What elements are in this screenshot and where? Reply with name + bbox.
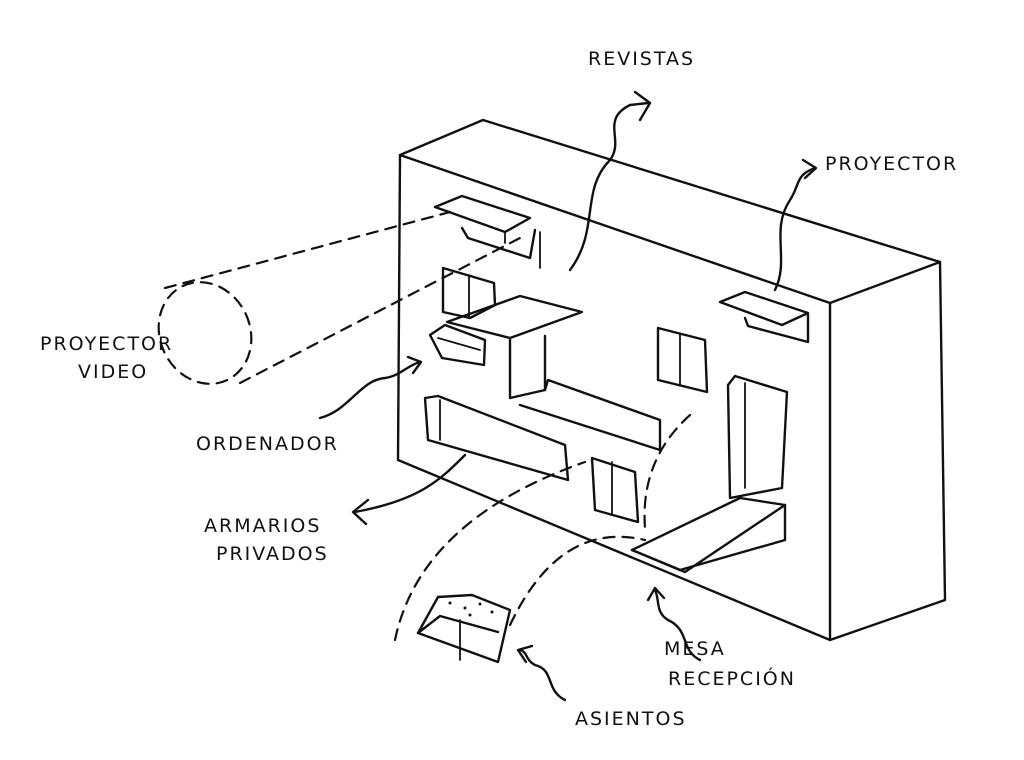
label-proyector-video-line2: VIDEO bbox=[78, 361, 148, 383]
projector-shelf bbox=[718, 290, 810, 344]
label-mesa-line1: MESA bbox=[664, 638, 726, 660]
label-asientos: ASIENTOS bbox=[575, 708, 687, 730]
private-lockers bbox=[423, 394, 570, 482]
reception-desk bbox=[630, 496, 787, 574]
wall-block bbox=[396, 118, 947, 642]
projection-cone bbox=[157, 210, 522, 385]
door-opening bbox=[726, 374, 789, 500]
label-mesa-line2: RECEPCIÓN bbox=[668, 666, 796, 690]
upper-left-niche bbox=[441, 266, 497, 320]
label-proyector: PROYECTOR bbox=[825, 153, 958, 175]
computer-desk bbox=[428, 294, 662, 452]
circulation-paths bbox=[393, 413, 692, 642]
label-proyector-video-line1: PROYECTOR bbox=[40, 333, 173, 355]
lower-small-niche bbox=[590, 456, 640, 524]
right-small-niche bbox=[656, 326, 709, 394]
label-armarios-line2: PRIVADOS bbox=[216, 543, 329, 565]
seat-stool bbox=[416, 593, 512, 664]
video-projector-shelf bbox=[433, 194, 541, 269]
label-ordenador: ORDENADOR bbox=[196, 433, 339, 455]
leader-arrows bbox=[318, 90, 818, 702]
label-armarios-line1: ARMARIOS bbox=[204, 515, 321, 537]
label-revistas: REVISTAS bbox=[588, 48, 695, 70]
